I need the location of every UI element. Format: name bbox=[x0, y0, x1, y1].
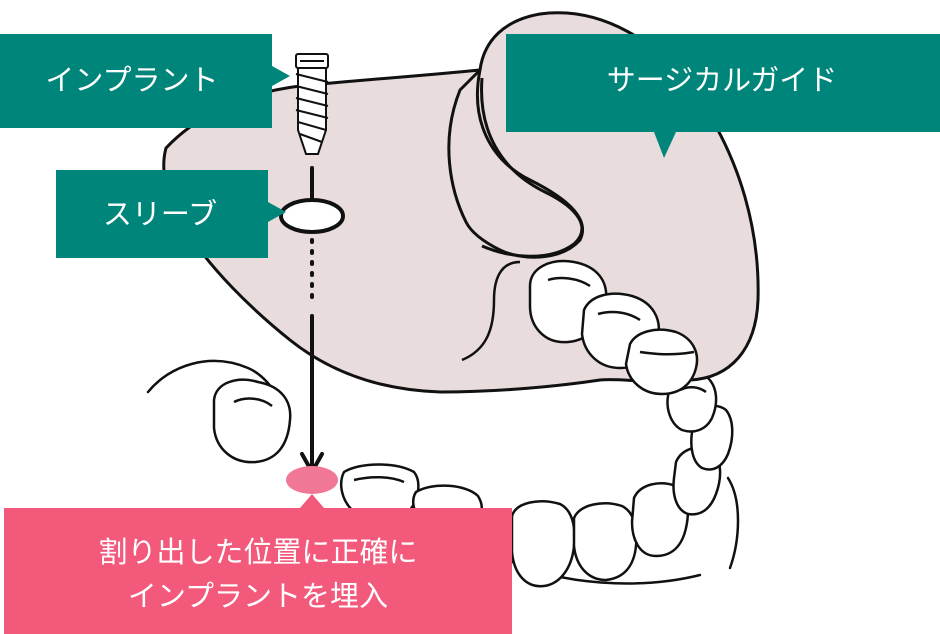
surgical-guide-callout: サージカルガイド bbox=[506, 34, 940, 158]
tooth bbox=[624, 328, 699, 396]
surgical-guide-inner-curve bbox=[480, 77, 584, 258]
sleeve-callout-box bbox=[56, 170, 286, 258]
guide-teeth bbox=[528, 259, 699, 396]
result-callout: 割り出した位置に正確に インプラントを埋入 bbox=[4, 494, 512, 634]
tooth bbox=[212, 378, 292, 464]
surgical-guide-label: サージカルガイド bbox=[607, 63, 838, 97]
gum-curve-under-guide bbox=[461, 260, 521, 362]
tooth bbox=[340, 463, 420, 512]
surgical-guide-callout-box bbox=[506, 34, 940, 158]
tooth bbox=[233, 397, 273, 408]
sleeve-callout: スリーブ bbox=[56, 170, 286, 258]
result-line-2: インプラントを埋入 bbox=[128, 579, 388, 613]
tooth bbox=[353, 476, 405, 484]
implant-thread bbox=[295, 73, 329, 143]
sleeve-ring bbox=[279, 198, 345, 234]
result-line-1: 割り出した位置に正確に bbox=[98, 535, 417, 569]
tooth bbox=[572, 502, 638, 582]
result-callout-box bbox=[4, 494, 512, 634]
tooth bbox=[597, 310, 641, 322]
implant-label: インプラント bbox=[45, 63, 218, 97]
tooth bbox=[630, 482, 690, 558]
gum-line-right bbox=[726, 476, 740, 570]
sleeve-label: スリーブ bbox=[103, 197, 217, 231]
target-dot bbox=[286, 466, 338, 494]
tooth bbox=[639, 350, 695, 356]
tooth bbox=[510, 500, 576, 588]
tooth bbox=[547, 276, 591, 288]
implant-body bbox=[297, 67, 327, 155]
implant-callout: インプラント bbox=[0, 34, 290, 128]
implant-callout-box bbox=[0, 34, 290, 128]
implant-screw-icon bbox=[295, 53, 329, 155]
